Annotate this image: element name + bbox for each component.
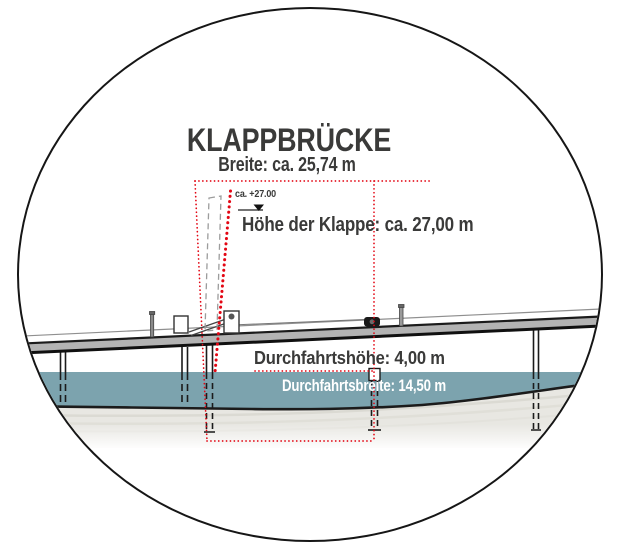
hinge-block — [223, 310, 240, 334]
elevation-label: ca. +27.00 — [235, 189, 276, 200]
width-label: Breite: ca. 25,74 m — [218, 154, 356, 176]
bridge-drawing-svg — [19, 180, 601, 450]
masts — [149, 304, 405, 338]
diagram-title: KLAPPBRÜCKE — [186, 122, 392, 158]
riverbed — [19, 382, 601, 450]
raised-flap-red-line — [213, 189, 232, 375]
control-cabinet — [173, 315, 189, 334]
clearance-height-label: Durchfahrtshöhe: 4,00 m — [254, 348, 445, 368]
right-mast — [399, 305, 404, 327]
raised-flap-outline — [204, 195, 222, 332]
flap-machinery — [173, 310, 380, 337]
measurement-outline — [194, 180, 433, 442]
counterweight-box — [364, 317, 380, 327]
flap-leaf-edge — [231, 319, 365, 326]
clearance-width-label: Durchfahrtsbreite: 14,50 m — [282, 376, 446, 395]
bridge-scene: KLAPPBRÜCKE Breite: ca. 25,74 m ca. +27.… — [19, 9, 601, 540]
left-mast — [150, 312, 155, 338]
railing-line — [19, 308, 601, 337]
water-band — [19, 372, 601, 410]
circular-crop-frame: KLAPPBRÜCKE Breite: ca. 25,74 m ca. +27.… — [17, 7, 603, 542]
flap-height-label: Höhe der Klappe: ca. 27,00 m — [242, 214, 474, 236]
river-bottom-line — [19, 381, 601, 411]
elevation-marker-icon — [238, 204, 264, 211]
bridge-deck — [19, 308, 601, 355]
